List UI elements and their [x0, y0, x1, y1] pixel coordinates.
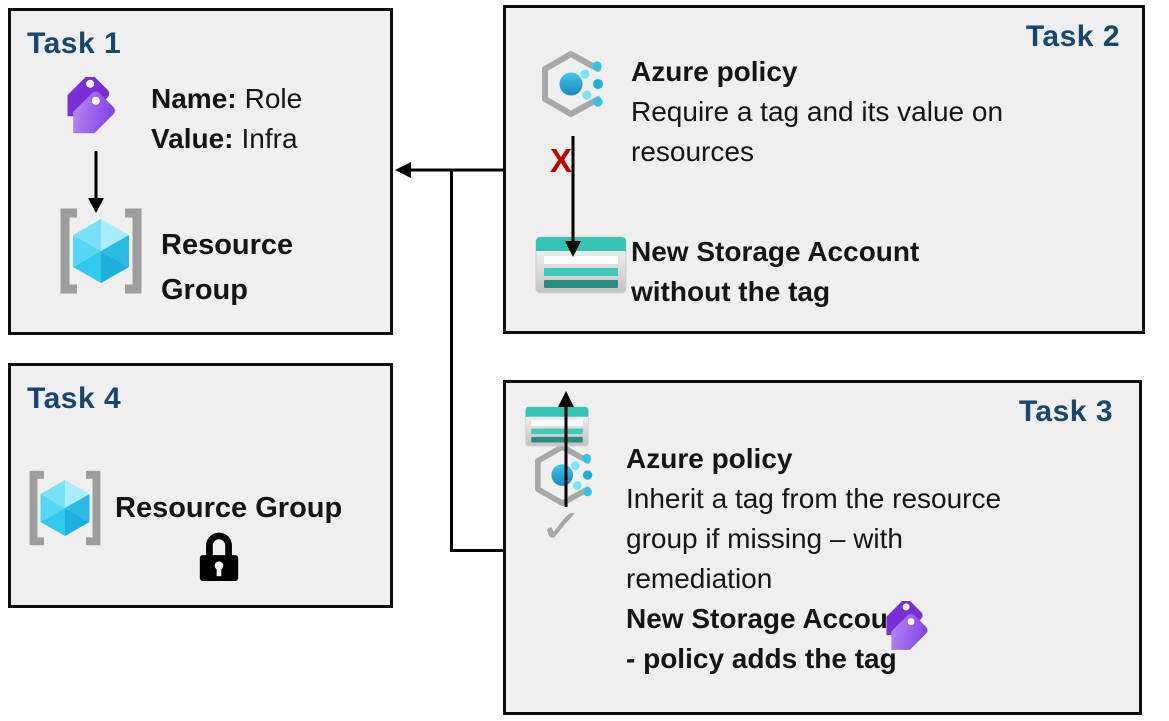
- tag-name-label: Name:: [151, 83, 237, 114]
- task3-box: Task 3: [503, 380, 1142, 715]
- policy-heading: Azure policy: [626, 443, 793, 474]
- resource-group-line2: Group: [161, 274, 248, 306]
- task1-title: Task 1: [27, 27, 122, 60]
- task2-title: Task 2: [1025, 20, 1120, 53]
- policy-heading: Azure policy: [631, 56, 798, 87]
- task2-storage-text: New Storage Account without the tag: [631, 232, 919, 312]
- resource-group-line1: Resource: [161, 229, 294, 261]
- policy-desc-line3: remediation: [626, 563, 773, 594]
- task1-box: Task 1: [8, 8, 393, 335]
- tag-icon: [67, 77, 143, 153]
- storage-line1: New Storage Account: [631, 236, 920, 267]
- azure-policy-icon: [542, 50, 608, 120]
- task4-resource-group-label: Resource Group: [115, 492, 343, 524]
- x-mark-icon: X: [550, 142, 573, 179]
- task4-title: Task 4: [27, 382, 122, 415]
- storage-line1: New Storage Account: [626, 603, 915, 634]
- policy-desc-line1: Inherit a tag from the resource: [626, 483, 1002, 514]
- storage-line2: without the tag: [631, 276, 831, 307]
- task2-box: Task 2 Azure policy Require a t: [503, 5, 1145, 334]
- tag-value-value: Infra: [241, 123, 298, 154]
- storage-line2: - policy adds the tag: [626, 643, 897, 674]
- policy-desc-line2: group if missing – with: [626, 523, 904, 554]
- task3-title: Task 3: [1018, 395, 1113, 428]
- storage-account-icon: [535, 236, 627, 294]
- task2-policy-text: Azure policy Require a tag and its value…: [631, 52, 1003, 172]
- policy-desc-line2: resources: [631, 136, 754, 167]
- tag-icon: [886, 601, 952, 667]
- task3-policy-text: Azure policy Inherit a tag from the reso…: [626, 439, 1001, 679]
- tag-name-value: Role: [244, 83, 303, 114]
- resource-group-icon: [23, 468, 107, 548]
- lock-icon: [196, 529, 242, 585]
- check-icon: ✓: [539, 500, 584, 552]
- resource-group-icon: [53, 206, 149, 296]
- tag-name-value-text: Name:Role Value:Infra: [151, 79, 302, 159]
- task1-resource-group-label: Resource Group: [161, 223, 293, 313]
- storage-account-icon: [525, 398, 589, 455]
- policy-desc-line1: Require a tag and its value on: [631, 96, 1004, 127]
- task4-box: Task 4 Resource Group: [8, 363, 393, 608]
- tag-value-label: Value:: [151, 123, 234, 154]
